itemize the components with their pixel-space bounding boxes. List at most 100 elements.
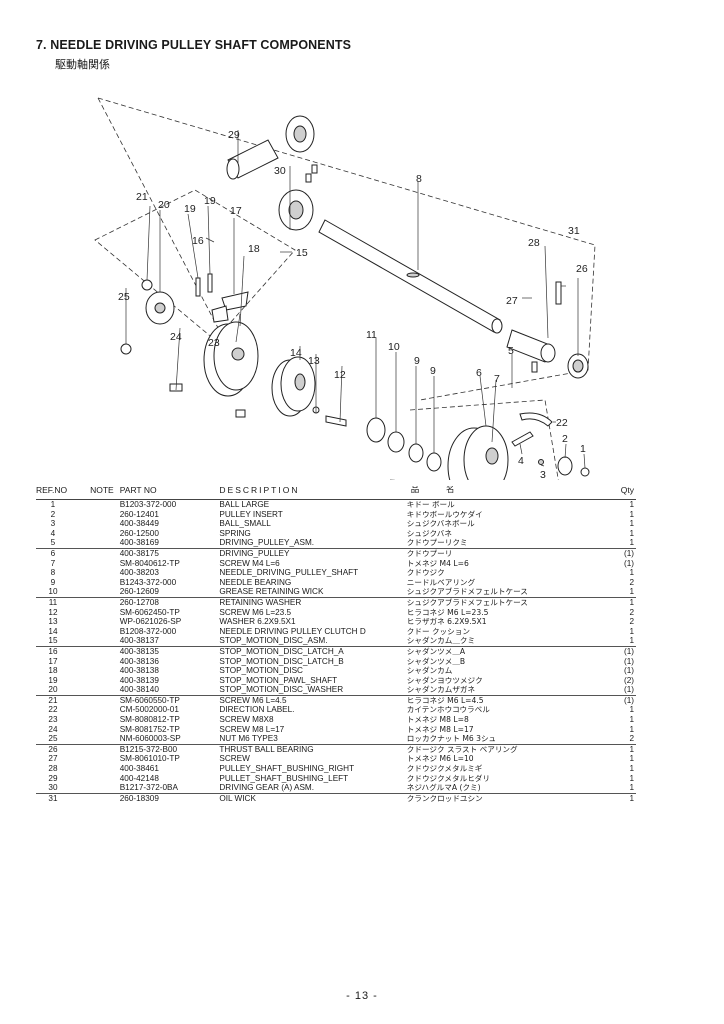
cell-ref-no: 28 <box>48 764 58 774</box>
callout-8: 8 <box>416 173 422 185</box>
cell-part-no: SM-6062450-TP <box>119 607 180 617</box>
cell-description: STOP_MOTION_DISC_WASHER <box>219 685 344 695</box>
callout-19b: 19 <box>204 195 216 207</box>
cell-japanese-name: トメネジ M8 L=17 <box>406 724 474 734</box>
callout-26: 26 <box>576 263 588 275</box>
cell-japanese-name: クドウジク <box>406 568 445 578</box>
cell-ref-no: 19 <box>48 675 58 685</box>
header-ref-no: REF.NO <box>36 485 68 495</box>
cell-ref-no: 8 <box>50 568 56 578</box>
cell-note <box>70 734 120 744</box>
cell-japanese-name: シャダンツメ＿B <box>406 656 466 666</box>
cell-japanese-name: トメネジ M6 L=10 <box>406 754 474 764</box>
cell-ref-no: 24 <box>48 724 58 734</box>
parts-list-table: REF.NO NOTE PART NO DESCRIPTION 品 名 Qty … <box>36 485 636 803</box>
cell-ref-no: 27 <box>48 754 58 764</box>
cell-ref-no: 30 <box>48 783 58 793</box>
direction-label <box>519 412 553 427</box>
cell-note <box>70 715 120 725</box>
callout-28: 28 <box>528 237 540 249</box>
cell-qty: 1 <box>629 705 634 715</box>
cell-qty: 1 <box>629 773 634 783</box>
cell-description: PULLET_SHAFT_BUSHING_LEFT <box>219 773 349 783</box>
oil-wick <box>555 281 562 305</box>
cell-japanese-name: シャダンツメ＿A <box>406 646 466 656</box>
cell-ref-no: 21 <box>48 695 58 705</box>
cell-description: WASHER 6.2X9.5X1 <box>219 617 296 627</box>
cell-part-no: B1208-372-000 <box>119 626 177 636</box>
cell-part-no: 400-38203 <box>119 568 159 578</box>
cell-part-no: SM-8081752-TP <box>119 724 180 734</box>
cell-ref-no: 18 <box>48 666 58 676</box>
cell-part-no: B1217-372-0BA <box>119 783 178 793</box>
cell-ref-no: 6 <box>50 548 56 558</box>
cell-part-no: B1243-372-000 <box>119 577 177 587</box>
driving-gear-assembly <box>278 115 318 231</box>
cell-part-no: SM-8040612-TP <box>119 558 180 568</box>
cell-japanese-name: カイテンホウコウラベル <box>406 705 490 715</box>
cell-note <box>70 666 120 676</box>
cell-description: THRUST BALL BEARING <box>219 744 314 754</box>
cell-qty: (1) <box>623 666 634 676</box>
cell-japanese-name: シュジクバネ <box>406 528 452 538</box>
cell-description: SPRING <box>219 528 251 538</box>
cell-qty: 2 <box>629 577 634 587</box>
cell-note <box>70 774 120 784</box>
cell-qty: 1 <box>629 783 634 793</box>
cell-note <box>70 783 120 793</box>
cell-description: DRIVING GEAR (A) ASM. <box>219 783 315 793</box>
cell-ref-no: 25 <box>48 734 58 744</box>
page-number: - 13 - <box>346 990 378 1002</box>
cell-qty: 1 <box>629 626 634 636</box>
section-subtitle-japanese: 駆動軸関係 <box>55 58 110 71</box>
cell-japanese-name: クドウプーリクミ <box>406 538 468 548</box>
stop-motion-small-parts <box>141 273 249 325</box>
callout-4: 4 <box>518 455 524 467</box>
cell-japanese-name: クドウジクメタルヒダリ <box>406 773 490 783</box>
cell-qty: (1) <box>623 656 634 666</box>
cell-part-no: WP-0621026-SP <box>119 617 182 627</box>
cell-qty: 2 <box>629 617 634 627</box>
pulley-group-outline <box>390 399 559 480</box>
cell-note <box>70 510 120 520</box>
cell-note <box>70 587 120 597</box>
cell-description: GREASE RETAINING WICK <box>219 587 324 597</box>
cell-note <box>70 529 120 539</box>
small-ball-3 <box>538 459 544 465</box>
cell-part-no: B1215-372-B00 <box>119 744 178 754</box>
header-note: NOTE <box>90 485 114 495</box>
cell-ref-no: 5 <box>50 538 56 548</box>
cell-part-no: SM-8080812-TP <box>119 715 180 725</box>
callout-7: 7 <box>494 373 500 385</box>
cell-ref-no: 16 <box>48 646 58 656</box>
leader-lines <box>125 130 586 469</box>
driving-pulley <box>447 425 509 480</box>
assembly-outline <box>97 97 596 401</box>
cell-japanese-name: シャダンカムザガネ <box>406 685 476 695</box>
retaining-rings <box>366 417 442 472</box>
callout-9b: 9 <box>430 365 436 377</box>
cell-japanese-name: クドー クッション <box>406 626 470 636</box>
cell-ref-no: 29 <box>48 773 58 783</box>
callout-6: 6 <box>476 367 482 379</box>
cell-japanese-name: シュジクアブラドメフェルトケース <box>406 587 528 597</box>
cell-qty: 1 <box>629 568 634 578</box>
cell-ref-no: 14 <box>48 626 58 636</box>
cell-japanese-name: シュジクアブラドメフェルトケース <box>406 597 528 607</box>
cell-description: BALL LARGE <box>219 500 270 509</box>
cell-qty: 1 <box>629 587 634 597</box>
cell-ref-no: 2 <box>50 509 56 519</box>
